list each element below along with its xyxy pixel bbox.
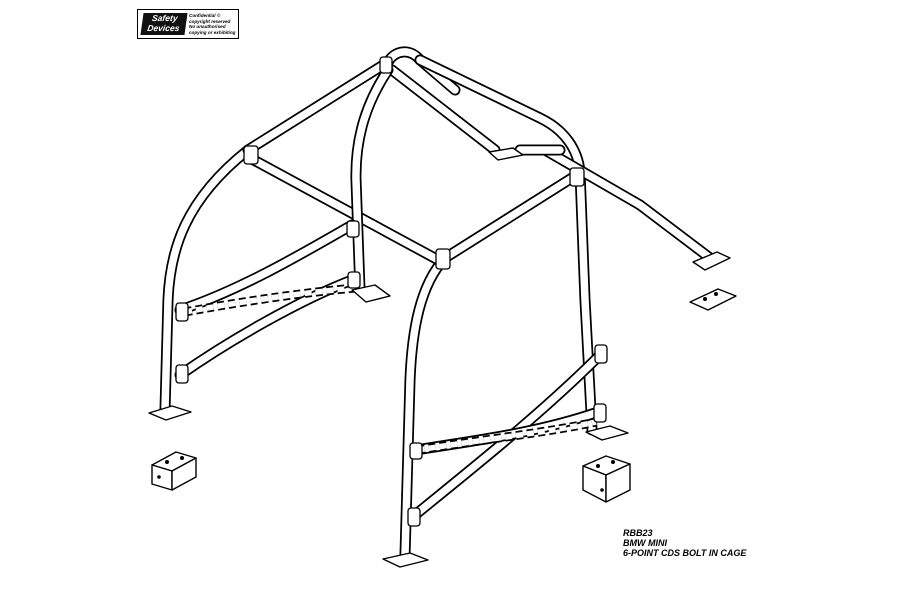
front-left-foot-plate: [148, 405, 192, 421]
clamp: [243, 145, 259, 165]
copyright-notice: Confidential © copyright reserved No una…: [189, 13, 239, 35]
rear-stay: [539, 144, 716, 264]
right-dashed-door-bar: [417, 417, 597, 455]
clamp: [409, 442, 423, 460]
clamp: [569, 167, 585, 187]
clamp: [346, 220, 360, 238]
rear-right-foot-plate: [692, 251, 731, 271]
clamp: [379, 56, 393, 74]
safety-devices-logo: Safety Devices Confidential © copyright …: [137, 9, 239, 39]
cage-description: 6-POINT CDS BOLT IN CAGE: [623, 548, 747, 558]
loose-mounting-block-left: [151, 451, 197, 491]
clamp: [175, 364, 189, 384]
clamp: [347, 271, 361, 289]
clamp: [407, 507, 421, 527]
drawing-caption: RBB23 BMW MINI 6-POINT CDS BOLT IN CAGE: [623, 528, 746, 558]
part-code: RBB23: [623, 528, 653, 538]
notice-line2: copyright reserved: [189, 18, 231, 24]
cage-tubes: [159, 46, 716, 561]
front-right-foot-plate: [382, 552, 429, 568]
roof-bar-left: [242, 56, 394, 156]
roof-rear-plate: [488, 147, 524, 161]
base-plates-and-clamps: [148, 56, 737, 568]
clamp: [593, 403, 607, 423]
notice-line3: No unauthorised: [189, 24, 226, 30]
rear-left-foot-plate: [351, 284, 391, 303]
dashed-door-bars: [184, 283, 597, 455]
front-hoop-right-leg: [574, 166, 598, 436]
loose-spreader-plate: [689, 288, 737, 311]
inner-rear-leg: [350, 64, 394, 296]
left-door-brace: [174, 219, 358, 316]
rear-hoop-left-leg: [159, 144, 254, 416]
loose-mounting-block-right: [582, 455, 631, 503]
notice-line4: copying or exhibiting: [189, 29, 236, 35]
vehicle-name: BMW MINI: [623, 538, 667, 548]
cross-bar-roof: [244, 152, 448, 268]
front-hoop-left-leg: [399, 252, 451, 561]
notice-line1: Confidential ©: [189, 13, 221, 18]
mid-right-foot-plate: [585, 425, 629, 441]
left-dashed-door-bar: [184, 283, 356, 317]
front-hoop-left-top: [439, 170, 581, 264]
clamp: [175, 302, 189, 322]
roof-diagonal: [386, 64, 501, 156]
clamp: [435, 248, 451, 270]
clamp: [594, 344, 608, 364]
